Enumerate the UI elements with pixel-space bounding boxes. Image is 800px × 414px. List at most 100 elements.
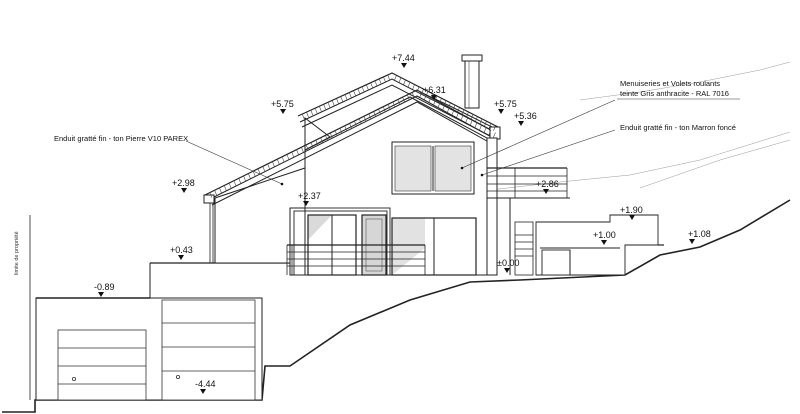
marker-balcony (543, 189, 549, 194)
roof-tile-tick (344, 125, 348, 131)
roof-tile-tick (456, 112, 459, 118)
level-floor-zero: ±0.00 (497, 258, 519, 268)
roof-tile-tick (383, 76, 386, 83)
roof-tile-tick (358, 118, 362, 124)
roof-tile-tick (493, 125, 496, 131)
roof-tile-tick (310, 110, 314, 116)
roof-tile-tick (442, 104, 445, 111)
roof-tile-tick (306, 111, 309, 118)
property-limit: limite de propriété (14, 215, 31, 400)
marker-ridge-upper (431, 95, 437, 100)
note-render-brown: Enduit gratté fin - ton Marron foncé (620, 123, 736, 132)
roof-tile-tick (397, 99, 401, 105)
roof-tile-tick (272, 161, 275, 167)
roof-tile-tick (479, 118, 483, 124)
note-joinery-line2: teinte Gris anthracite - RAL 7016 (620, 89, 729, 98)
roof-tile-tick (209, 192, 213, 198)
terrain-hatch-slope (489, 61, 791, 191)
roof-tile-tick (320, 137, 323, 143)
roof-tile-tick (446, 107, 450, 113)
level-eave-left: +5.75 (271, 99, 294, 109)
terrace-railing (286, 244, 426, 276)
roof-tile-tick (433, 99, 436, 106)
roof-tile-tick (488, 129, 492, 136)
level-pool: +1.00 (593, 230, 616, 240)
roof-tile-tick (378, 108, 381, 115)
note-render-stone: Enduit gratté fin - ton Pierre V10 PAREX (54, 134, 188, 143)
roof-tile-tick (314, 108, 318, 114)
roof-tile-tick (262, 166, 266, 172)
roof-tile-tick (378, 78, 382, 84)
roof-tile-tick (382, 106, 386, 112)
roof-tile-tick (296, 149, 299, 155)
roof-tile-tick (421, 88, 424, 95)
roof-tile-tick (248, 173, 251, 179)
downpipe (209, 203, 214, 263)
level-markers (98, 63, 695, 394)
level-garage-roof: -0.89 (94, 282, 115, 292)
roof-tile-tick (461, 109, 465, 115)
roof-tile-tick (407, 82, 411, 88)
roof-tile-tick (470, 119, 473, 126)
roof-tile-tick (374, 80, 378, 86)
roof-tile-tick (310, 142, 314, 148)
roof-tile-tick (403, 79, 406, 85)
roof-tile-tick (281, 156, 285, 162)
roof-tile-tick (267, 163, 270, 170)
roof-tile-tick (493, 132, 496, 138)
roof-tile-tick (488, 123, 492, 129)
roof-tile-tick (474, 122, 478, 128)
roof-tile-tick (419, 92, 422, 98)
level-natural-ground: +1.08 (688, 229, 711, 239)
roof-main (203, 72, 501, 206)
roof-tile-tick (257, 168, 261, 174)
roof-tile-tick (398, 77, 402, 83)
roof-tile-tick (361, 86, 365, 92)
roof-tile-tick (368, 113, 372, 119)
roof-tile-tick (315, 140, 319, 146)
pool-terrace (535, 214, 664, 276)
level-ridge-upper: +6.31 (423, 85, 446, 95)
chimney (461, 54, 483, 109)
roof-tile-tick (233, 180, 237, 186)
roof-tile-tick (336, 98, 339, 104)
marker-ground (689, 239, 695, 244)
roof-tile-tick (327, 102, 331, 108)
roof-tile-tick (291, 151, 295, 158)
marker-garden-wall (629, 215, 635, 220)
roof-tile-tick (238, 178, 242, 184)
roof-tile-tick (276, 159, 280, 165)
marker-lower-roof (181, 188, 187, 193)
roof-tile-tick (423, 94, 427, 101)
roof-tile-tick (325, 135, 328, 141)
roof-tile-tick (286, 154, 290, 160)
roof-tile-tick (394, 75, 397, 81)
level-labels: +7.44 +6.31 +5.75 +5.75 +5.36 +2.98 +2.3… (94, 53, 711, 389)
level-eave-right: +5.75 (494, 99, 517, 109)
roof-tile-tick (319, 106, 322, 112)
roof-tile-tick (353, 90, 356, 96)
marker-upper-terrace (178, 255, 184, 260)
roof-tile-tick (466, 111, 469, 118)
roof-tile-tick (439, 98, 442, 104)
roof-tile-tick (305, 144, 309, 150)
roof-tile-tick (329, 132, 333, 139)
roof-tile-tick (443, 100, 447, 106)
roof-tile-tick (228, 182, 232, 189)
roof-tile-tick (223, 185, 227, 191)
marker-ridge-main (401, 63, 407, 68)
roof-tile-tick (219, 187, 222, 193)
roof-tile-tick (331, 100, 335, 106)
level-balcony: +2.86 (536, 179, 559, 189)
marker-terrace (303, 201, 309, 206)
roof-tile-tick (340, 96, 344, 102)
roof-tile-tick (428, 97, 432, 103)
roof-tile-tick (402, 97, 405, 103)
roof-tile-tick (479, 124, 482, 131)
marker-floor-zero (504, 268, 510, 273)
material-notes: Menuiseries et Volets roulants teinte Gr… (54, 79, 740, 143)
roof-tile-tick (470, 114, 474, 120)
marker-garage-floor (200, 389, 206, 394)
upper-window (391, 141, 475, 195)
